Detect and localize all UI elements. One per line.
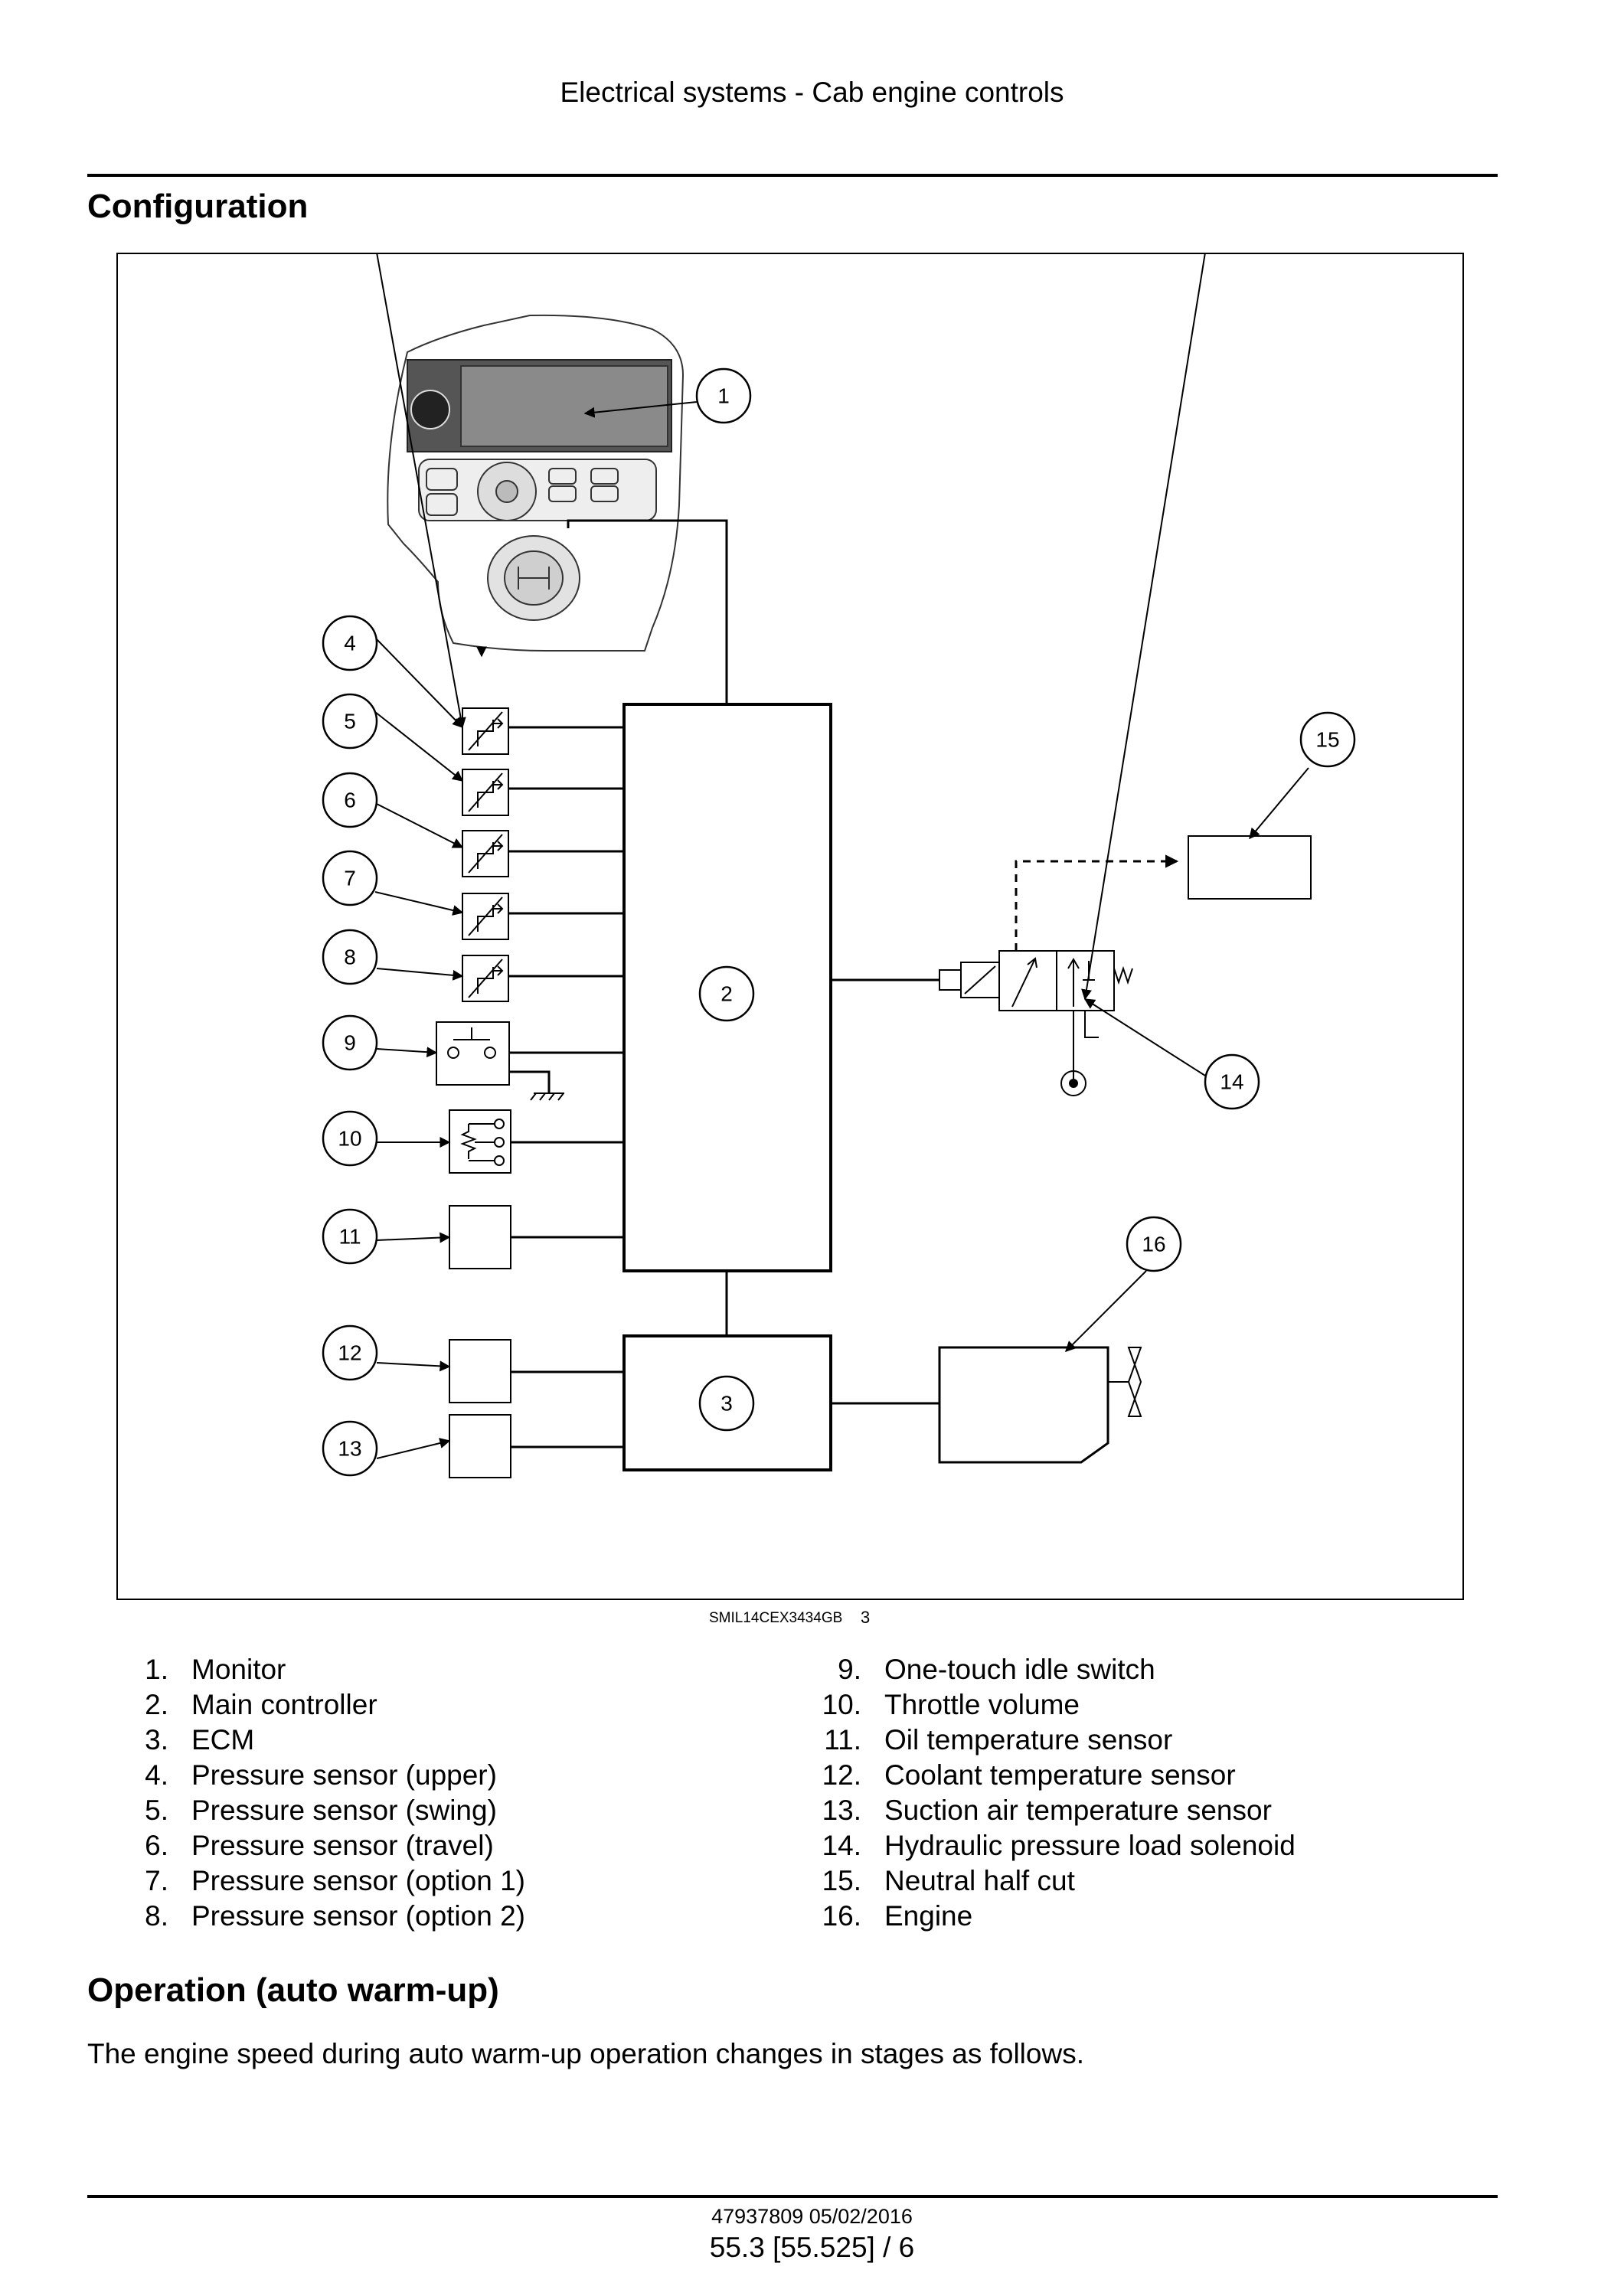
legend-label: Monitor <box>191 1654 286 1685</box>
legend-label: Pressure sensor (option 2) <box>191 1900 525 1932</box>
figure-code: SMIL14CEX3434GB <box>709 1610 843 1626</box>
legend-left-column: 1. Monitor 2. Main controller 3. ECM 4. Pres… <box>107 1652 525 1934</box>
callout-7: 7 <box>344 867 356 890</box>
legend-label: Pressure sensor (travel) <box>191 1830 494 1861</box>
legend-label: Main controller <box>191 1689 377 1720</box>
legend-number: 15. <box>822 1865 861 1896</box>
footer-rule <box>87 2195 1498 2198</box>
legend-label: Pressure sensor (upper) <box>191 1759 497 1791</box>
callout-14: 14 <box>1220 1070 1243 1094</box>
legend-item: 12. Coolant temperature sensor <box>800 1758 1296 1793</box>
legend-item: 3. ECM <box>107 1723 525 1758</box>
throttle-volume-symbol <box>449 1109 624 1174</box>
page-reference: 55.3 [55.525] / 6 <box>709 2232 915 2263</box>
callout-1: 1 <box>717 384 730 408</box>
legend-number: 8. <box>145 1900 168 1932</box>
callout-16: 16 <box>1142 1233 1165 1256</box>
solenoid-valve-symbol <box>831 854 1179 1096</box>
monitor-illustration <box>387 314 685 652</box>
legend-number: 4. <box>145 1759 168 1791</box>
callout-12: 12 <box>338 1341 361 1365</box>
legend-number: 5. <box>145 1795 168 1826</box>
callout-2: 2 <box>721 982 733 1006</box>
section-heading-operation: Operation (auto warm-up) <box>87 1971 499 2009</box>
legend-label: Pressure sensor (swing) <box>191 1795 497 1826</box>
document-id: 47937809 05/02/2016 <box>711 2205 913 2228</box>
legend-item: 5. Pressure sensor (swing) <box>107 1793 525 1828</box>
legend-label: One-touch idle switch <box>884 1654 1155 1685</box>
legend-label: Neutral half cut <box>884 1865 1075 1896</box>
callout-9: 9 <box>344 1031 356 1055</box>
idle-switch-symbol <box>436 1021 624 1101</box>
legend-label: Coolant temperature sensor <box>884 1759 1236 1791</box>
pressure-sensor-symbols <box>462 707 509 1002</box>
legend-label: Suction air temperature sensor <box>884 1795 1272 1826</box>
legend-item: 6. Pressure sensor (travel) <box>107 1828 525 1863</box>
callout-13: 13 <box>338 1437 361 1461</box>
legend-item: 16. Engine <box>800 1899 1296 1934</box>
callout-4: 4 <box>344 632 356 655</box>
callout-11: 11 <box>338 1225 361 1249</box>
legend-number: 7. <box>145 1865 168 1896</box>
figure-number: 3 <box>861 1608 871 1627</box>
legend-label: Engine <box>884 1900 973 1932</box>
legend-number: 2. <box>145 1689 168 1720</box>
legend-item: 7. Pressure sensor (option 1) <box>107 1863 525 1899</box>
header-rule <box>87 174 1498 177</box>
legend-item: 4. Pressure sensor (upper) <box>107 1758 525 1793</box>
callout-8: 8 <box>344 946 356 969</box>
section-heading-configuration: Configuration <box>87 188 309 225</box>
legend-number: 1. <box>145 1654 168 1685</box>
legend-number: 11. <box>824 1724 861 1755</box>
engine-symbol <box>831 1346 1142 1464</box>
legend-item: 2. Main controller <box>107 1687 525 1723</box>
legend-item: 9. One-touch idle switch <box>800 1652 1296 1687</box>
legend-number: 16. <box>822 1900 861 1932</box>
callout-markers <box>322 367 1356 1477</box>
legend-number: 6. <box>145 1830 168 1861</box>
legend-item: 1. Monitor <box>107 1652 525 1687</box>
legend-number: 9. <box>838 1654 861 1685</box>
legend-label: Pressure sensor (option 1) <box>191 1865 525 1896</box>
sensor-boxes <box>449 1205 511 1478</box>
callout-15: 15 <box>1315 728 1339 752</box>
legend-label: ECM <box>191 1724 255 1755</box>
legend-number: 12. <box>822 1759 861 1791</box>
legend-number: 13. <box>822 1795 861 1826</box>
legend-item: 15. Neutral half cut <box>800 1863 1296 1899</box>
callout-5: 5 <box>344 710 356 733</box>
callout-3: 3 <box>721 1392 733 1416</box>
body-paragraph: The engine speed during auto warm-up ope… <box>87 2038 1084 2069</box>
legend-right-column: 9. One-touch idle switch 10. Throttle volu… <box>800 1652 1296 1934</box>
legend-number: 3. <box>145 1724 168 1755</box>
page-header-title: Electrical systems - Cab engine controls <box>560 77 1064 108</box>
callout-6: 6 <box>344 789 356 812</box>
legend-item: 8. Pressure sensor (option 2) <box>107 1899 525 1934</box>
legend-item: 14. Hydraulic pressure load solenoid <box>800 1828 1296 1863</box>
legend-label: Oil temperature sensor <box>884 1724 1173 1755</box>
legend-item: 13. Suction air temperature sensor <box>800 1793 1296 1828</box>
legend-item: 10. Throttle volume <box>800 1687 1296 1723</box>
configuration-diagram: 1 2 3 4 5 6 7 8 9 10 11 12 13 14 15 16 <box>116 253 1464 1600</box>
legend-item: 11. Oil temperature sensor <box>800 1723 1296 1758</box>
callout-10: 10 <box>338 1127 361 1151</box>
legend-label: Hydraulic pressure load solenoid <box>884 1830 1296 1861</box>
neutral-half-cut-box <box>1188 835 1312 900</box>
legend-number: 10. <box>822 1689 861 1720</box>
figure-frame <box>116 253 1464 1600</box>
legend-number: 14. <box>822 1830 861 1861</box>
legend-label: Throttle volume <box>884 1689 1080 1720</box>
